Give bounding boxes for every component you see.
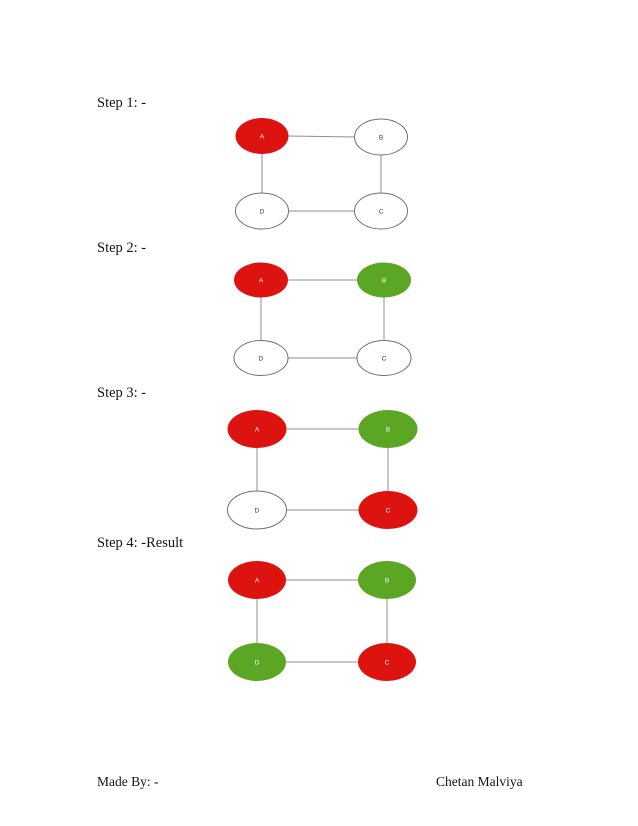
- node-label-C-step-2: C: [382, 355, 387, 362]
- node-label-A-step-1: A: [260, 133, 265, 140]
- node-D-step-2: [233, 340, 289, 376]
- edge-A-B-step-1: [288, 135, 355, 138]
- node-A-step-4: [228, 561, 286, 599]
- node-D-step-4: [228, 643, 286, 681]
- node-D-step-1: [235, 192, 289, 230]
- node-label-A-step-3: A: [255, 426, 260, 433]
- footer-made-by: Made By: -: [97, 774, 159, 789]
- node-B-step-1: [354, 118, 408, 156]
- step-3-heading: Step 3: -: [97, 385, 147, 401]
- node-A-step-3: [227, 410, 287, 448]
- step-4-heading: Step 4: -Result: [97, 535, 184, 551]
- node-label-C-step-4: C: [385, 659, 390, 666]
- node-A-step-2: [234, 262, 288, 298]
- node-label-C-step-1: C: [379, 208, 384, 215]
- node-label-A-step-4: A: [255, 577, 260, 584]
- node-label-D-step-3: D: [255, 507, 260, 514]
- step-2-heading: Step 2: -: [97, 240, 147, 256]
- node-C-step-3: [358, 491, 418, 529]
- node-label-B-step-3: B: [386, 426, 390, 433]
- node-label-B-step-1: B: [379, 134, 383, 141]
- step-1-heading: Step 1: -: [97, 95, 147, 111]
- node-C-step-2: [356, 340, 412, 376]
- node-label-B-step-4: B: [385, 577, 389, 584]
- node-B-step-4: [358, 561, 416, 599]
- footer-author-name: Chetan Malviya: [436, 774, 523, 789]
- node-D-step-3: [227, 490, 287, 530]
- node-label-D-step-4: D: [255, 659, 260, 666]
- node-label-B-step-2: B: [382, 277, 386, 284]
- node-label-C-step-3: C: [386, 507, 391, 514]
- node-A-step-1: [235, 118, 289, 154]
- node-label-A-step-2: A: [259, 277, 264, 284]
- node-label-D-step-2: D: [259, 355, 264, 362]
- node-B-step-3: [358, 410, 418, 448]
- node-C-step-1: [354, 192, 408, 230]
- node-label-D-step-1: D: [260, 208, 265, 215]
- node-B-step-2: [357, 262, 411, 298]
- node-C-step-4: [358, 643, 416, 681]
